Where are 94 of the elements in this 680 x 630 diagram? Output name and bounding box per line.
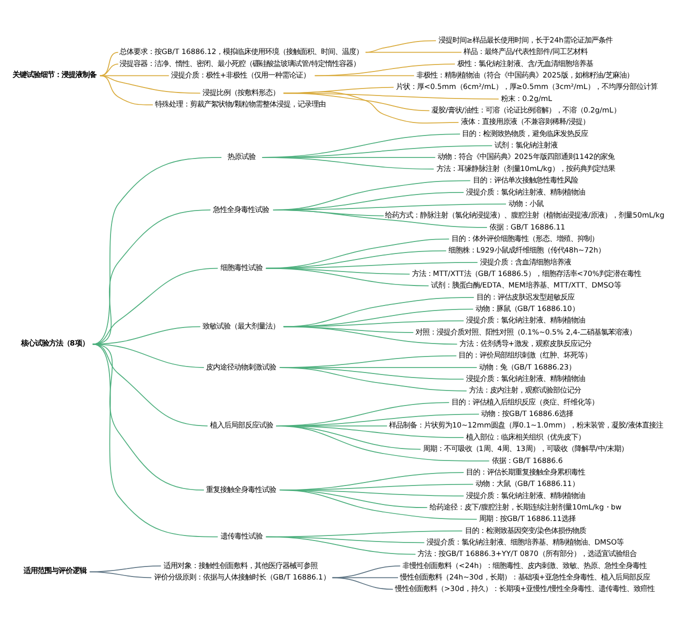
node-text: 粉末：0.2g/mL	[501, 94, 552, 103]
node-text: 急性全身毒性试验	[213, 204, 270, 214]
connector	[332, 566, 401, 578]
node-text: 评价分级原则：依据与人体接触时长（GB/T 16886.1）	[154, 572, 330, 582]
node-text: 片状：厚<0.5mm（6cm²/mL），厚≥0.5mm（3cm²/mL），不均厚分部位计算	[396, 82, 658, 92]
node-text: 动物：按GB/T 16886.6选择	[481, 409, 574, 418]
connector	[314, 75, 414, 76]
node-text: 浸提容器：洁净、惰性、密闭、最小死腔（硼硅酸盐玻璃试管/特定惰性容器）	[120, 58, 360, 68]
connector	[100, 75, 201, 94]
connector	[262, 156, 434, 170]
node-text: 浸提介质：极性+非极性（仅用一种需论证）	[171, 70, 310, 80]
connector	[276, 425, 490, 462]
node-text: 目的：评估植入后组织反应（炎症、纤维化等）	[452, 397, 599, 406]
node-text: 液体：直接用原液（不兼容则稀释/浸提）	[461, 117, 590, 126]
node-text: 方法：皮内注射，观察试验部位记分	[469, 386, 582, 395]
node-text: 目的：评估单次接触急性毒性风险	[472, 176, 578, 185]
connector	[283, 326, 414, 333]
node-text: 核心试验方法（8项）	[20, 338, 89, 348]
connector	[100, 75, 154, 106]
connector	[92, 156, 222, 345]
node-text: 极性：氯化钠注射液、含/无血清细胞培养基	[457, 58, 593, 68]
connector	[279, 367, 468, 392]
node-text: 目的：评估皮肤迟发型超敏反应	[476, 292, 574, 302]
node-text: 浸提介质：氯化钠注射液、精制植物油	[466, 490, 585, 500]
node-text: 适用范围与评价逻辑	[23, 566, 86, 575]
connector	[283, 91, 459, 124]
node-text: 非极性：精制植物油（符合《中国药典》2025版，如棉籽油/芝麻油）	[416, 70, 634, 80]
node-text: 浸提介质：氯化钠注射液、精制植物油	[466, 374, 585, 384]
node-text: 目的：检测致热物质，避免临床发热反应	[462, 128, 588, 138]
node-text: 给药途径：皮下/腹腔注射，长期连续注射剂量10mL/kg・bw	[430, 502, 622, 512]
node-text: 浸提介质：氯化钠注射液、精制植物油	[466, 187, 585, 196]
node-text: 特殊处理：剪裁产絮状物/颗粒物需整体浸提，记录理由	[155, 100, 326, 109]
node-text: 依据：GB/T 16886.6	[492, 456, 563, 465]
node-text: 给药方式：静脉注射（氯化钠浸提液）、腹腔注射（植物油浸提液/原液），剂量50mL/kg	[385, 210, 664, 220]
connector	[100, 75, 170, 76]
connector	[332, 577, 394, 590]
node-text: 植入后局部反应试验	[210, 420, 273, 430]
node-text: 动物：小鼠	[508, 198, 544, 208]
node-text: 对照：浸提介质对照、阳性对照（0.1%~0.5% 2,4-二硝基氯苯溶液）	[416, 327, 636, 336]
node-text: 动物：兔（GB/T 16886.23）	[478, 362, 576, 372]
node-text: 试剂：氯化钠注射液	[494, 140, 558, 150]
connector	[266, 268, 430, 286]
node-text: 目的：体外评价细胞毒性（形态、增殖、抑制）	[452, 234, 599, 243]
connector	[92, 326, 201, 345]
node-text: 浸提介质：氯化钠注射液、精制植物油	[466, 316, 585, 325]
node-text: 方法：耳缘静脉注射（剂量10mL/kg），按药典判定结果	[436, 164, 616, 173]
node-text: 浸提介质：含血清细胞培养液	[480, 257, 572, 266]
node-text: 皮内途径动物刺激试验	[206, 362, 276, 372]
node-text: 方法：按GB/T 16886.3+YY/T 0870（所有部分），选适宜试验组合	[418, 549, 636, 558]
node-text: 动物：大鼠（GB/T 16886.11）	[475, 479, 579, 488]
connector	[314, 64, 456, 76]
node-text: 样品：最终产品/代表性部件/同工艺材料	[464, 47, 588, 56]
connector	[92, 344, 218, 538]
node-text: 方法：MTT/XTT法（GB/T 16886.5），细胞存活率<70%判定潜在毒性	[412, 268, 642, 278]
connector	[279, 490, 478, 520]
connector	[332, 577, 398, 578]
connector	[89, 571, 152, 578]
node-text: 慢性创面敷料（>30d，持久）：长期项+亚慢性/慢性全身毒性、遗传毒性、致癌性	[395, 584, 655, 594]
node-text: 热原试验	[227, 152, 256, 162]
connector	[272, 210, 488, 228]
node-text: 浸提介质：氯化钠注射液、细胞培养基、精制植物油、DMSO等	[426, 537, 624, 546]
node-text: 试剂：胰蛋白酶/EDTA、MEM培养基、MTT/XTT、DMSO等	[430, 280, 621, 290]
node-text: 致敏试验（最大剂量法）	[202, 322, 280, 330]
node-text: 非慢性创面敷料（<24h）：细胞毒性、皮内刺激、致敏、热原、急性全身毒性	[402, 560, 647, 570]
connector	[92, 268, 218, 345]
node-text: 依据：GB/T 16886.11	[490, 222, 566, 232]
node-text: 细胞株：L929小鼠成纤维细胞（传代48h~72h）	[448, 246, 606, 255]
connector	[266, 536, 416, 555]
node-text: 植入部位：临床相关组织（优先皮下）	[466, 432, 585, 442]
node-text: 周期：不可吸收（1周、4周、13周），可吸收（降解早/中/末期）	[422, 444, 628, 454]
connector	[283, 326, 458, 345]
node-text: 凝胶/膏状/油性：可溶（论证比例溶解），不溶（0.2g/mL）	[432, 106, 620, 115]
node-text: 慢性创面敷料（24h~30d，长期）：基础项+亚急性全身毒性、植入后局部反应	[400, 572, 650, 582]
node-text: 目的：检测致基因突变/染色体损伤物质	[464, 526, 586, 535]
node-text: 动物：豚鼠（GB/T 16886.10）	[475, 304, 579, 313]
node-text: 细胞毒性试验	[220, 263, 262, 272]
node-text: 遗传毒性试验	[220, 532, 262, 541]
node-text: 浸提时间≥样品最长使用时间，长于24h需论证加严条件	[438, 35, 612, 44]
node-text: 方法：佐剂诱导+激发，观察皮肤反应记分	[459, 339, 592, 348]
node-text: 周期：按GB/T 16886.11选择	[478, 514, 576, 524]
connector	[92, 344, 204, 491]
node-text: 关键试验细节：浸提液制备	[12, 70, 96, 79]
node-text: 动物：符合《中国药典》2025年版四部通则1142的家兔	[437, 152, 614, 162]
node-text: 目的：评估长期重复接触全身累积毒性	[466, 467, 585, 476]
node-text: 适用对象：接触性创面敷料，其他医疗器械可参照	[163, 560, 318, 570]
connector	[365, 52, 462, 53]
node-text: 总体要求：按GB/T 16886.12，模拟临床使用环境（接触面积、时间、温度）	[120, 47, 364, 56]
node-text: 样品制备：片状剪为10~12mm圆盘（厚0.1~1.0mm），粉末装管，凝胶/液体直接注	[389, 420, 663, 430]
node-text: 重复接触全身毒性试验	[206, 484, 276, 494]
connector	[92, 210, 211, 345]
connector	[365, 40, 436, 53]
node-text: 目的：评价局部组织刺激（红肿、坏死等）	[458, 350, 592, 360]
node-text: 浸提比例（按敷料形态）	[202, 88, 280, 98]
connector	[100, 52, 119, 76]
